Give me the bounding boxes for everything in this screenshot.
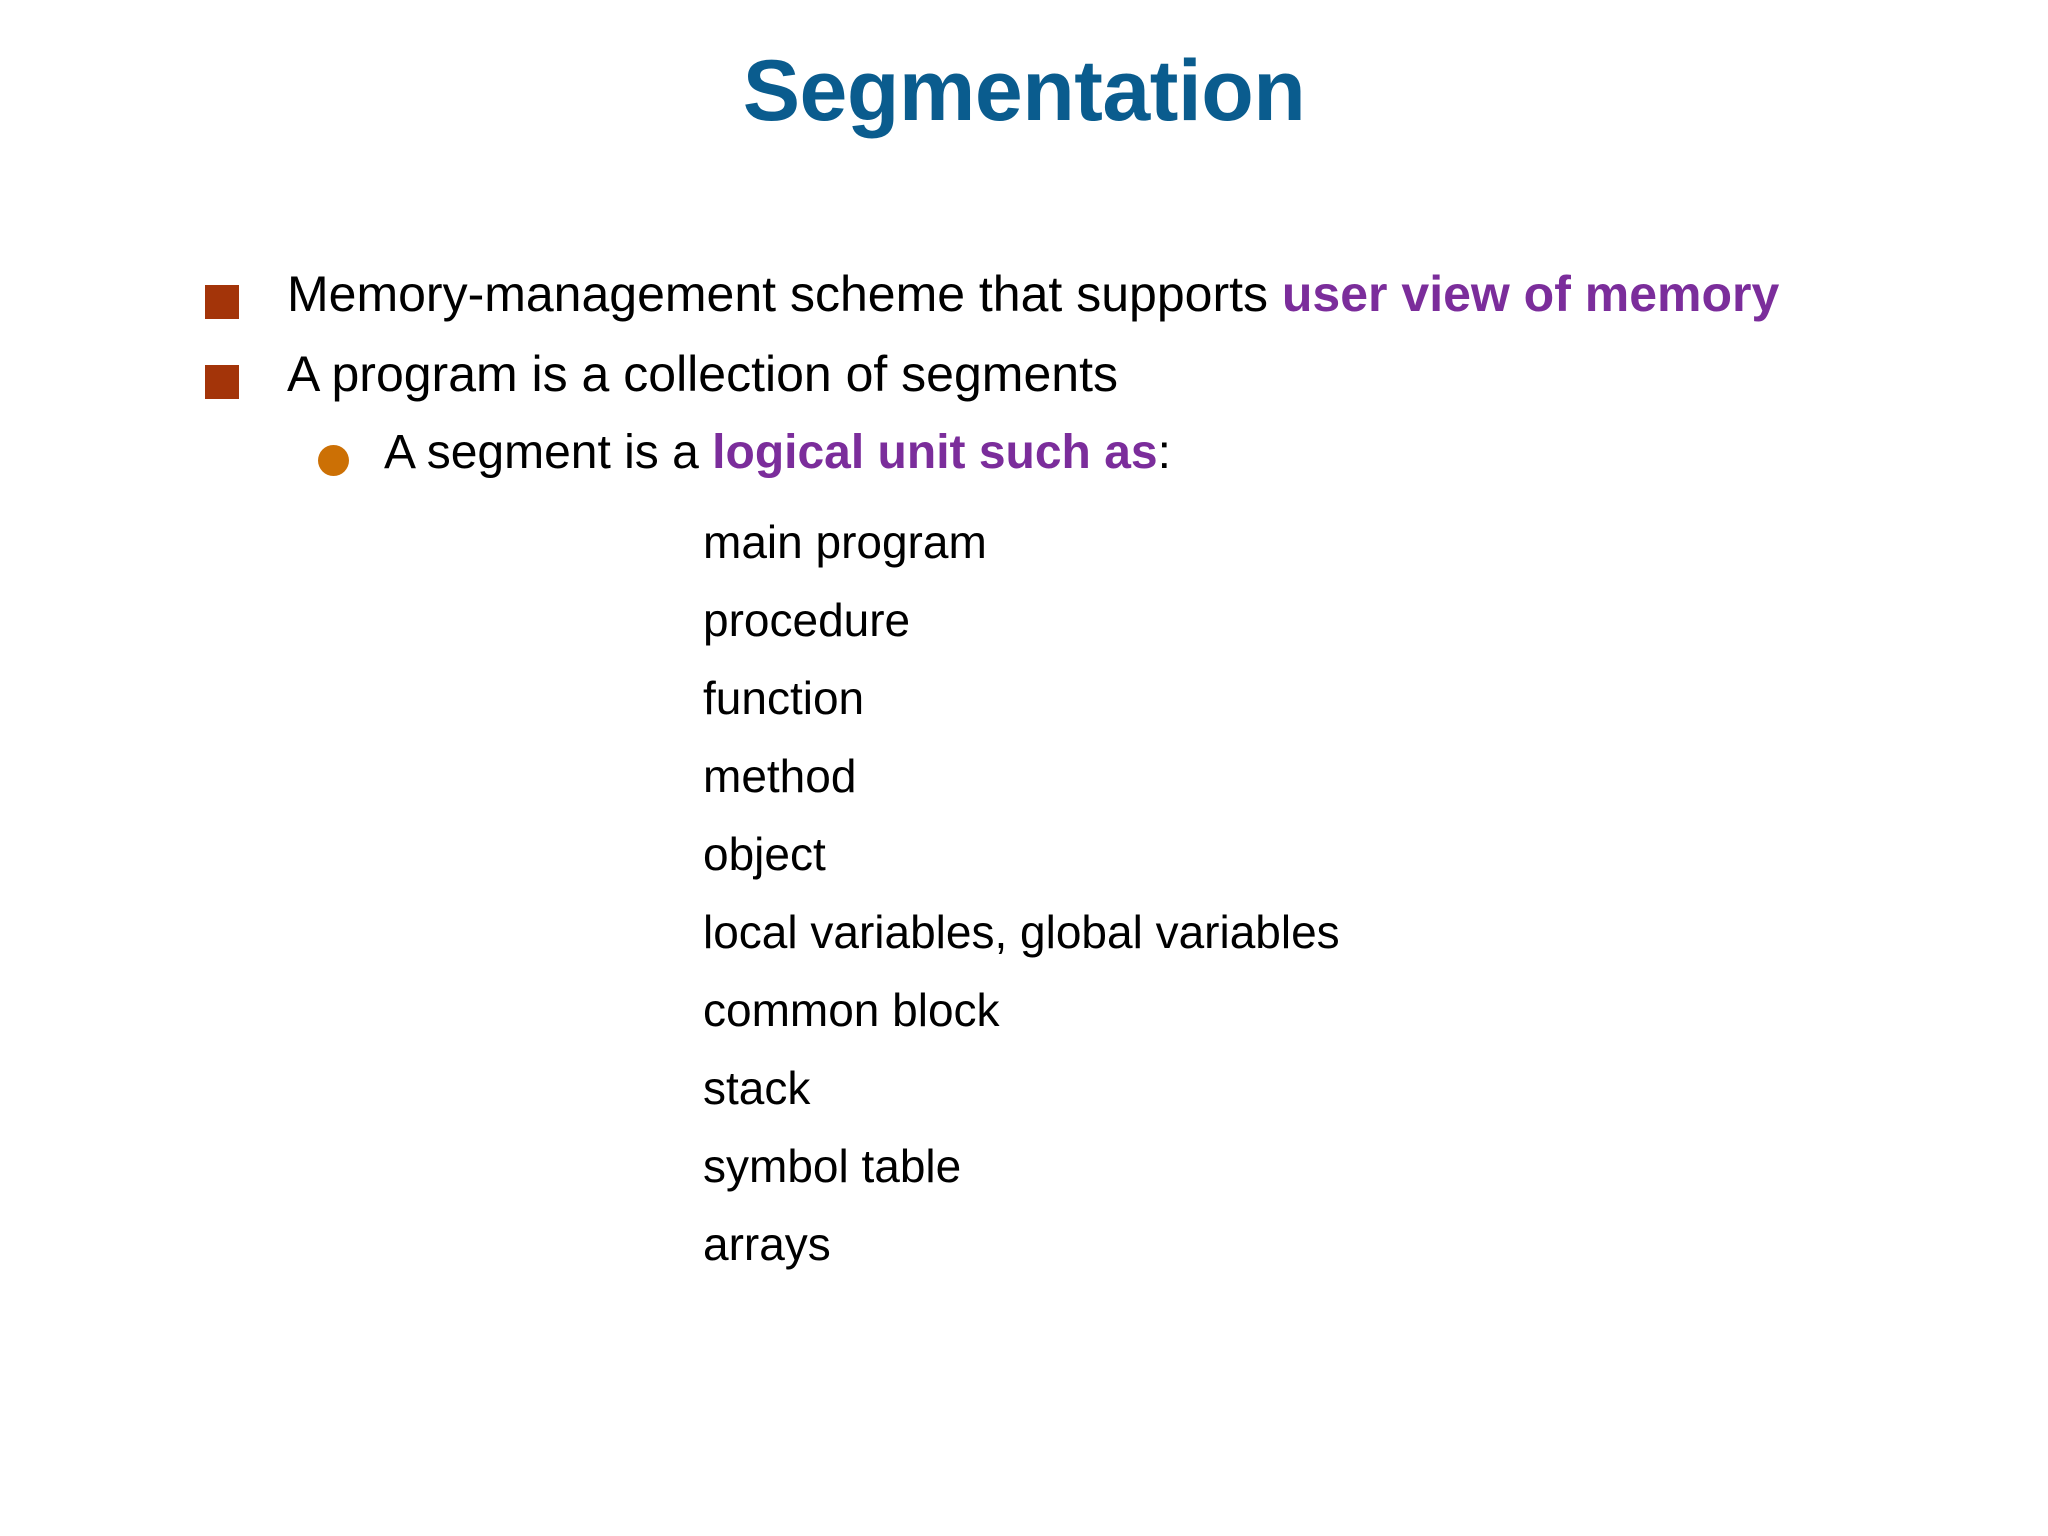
list-item: object xyxy=(703,828,826,880)
bullet-level1-text-2-prefix: A program is a collection of segments xyxy=(287,346,1118,402)
bullet-level1-item-1: Memory-management scheme that supports u… xyxy=(205,268,1779,321)
bullet-level2-text-1-highlight: logical unit such as xyxy=(712,426,1158,479)
bullet-level1-text-1-prefix: Memory-management scheme that supports xyxy=(287,266,1282,322)
bullet-level1-text-1-highlight: user view of memory xyxy=(1281,266,1780,322)
list-item: common block xyxy=(703,984,1000,1036)
bullet-level1-text-2: A program is a collection of segments xyxy=(287,348,1118,401)
bullet-level1-text-1: Memory-management scheme that supports u… xyxy=(287,268,1779,321)
bullet-level1-item-2: A program is a collection of segments xyxy=(205,348,1118,401)
list-item: main program xyxy=(703,516,987,568)
list-item: stack xyxy=(703,1062,811,1114)
square-bullet-icon xyxy=(205,285,239,319)
page-title: Segmentation xyxy=(742,43,1306,139)
list-item: procedure xyxy=(703,594,911,646)
list-item: method xyxy=(703,750,857,802)
bullet-level2-text-1: A segment is a logical unit such as: xyxy=(384,426,1171,479)
bullet-level2-item-1: A segment is a logical unit such as: xyxy=(318,426,1171,479)
segment-examples-list: main program procedure function method o… xyxy=(703,503,1340,1283)
bullet-level2-text-1-prefix: A segment is a xyxy=(384,426,713,479)
square-bullet-icon xyxy=(205,365,239,399)
round-bullet-icon xyxy=(318,445,349,476)
list-item: symbol table xyxy=(703,1140,962,1192)
bullet-level2-text-1-suffix: : xyxy=(1157,426,1171,479)
list-item: local variables, global variables xyxy=(703,906,1340,958)
list-item: function xyxy=(703,672,865,724)
list-item: arrays xyxy=(703,1218,831,1270)
